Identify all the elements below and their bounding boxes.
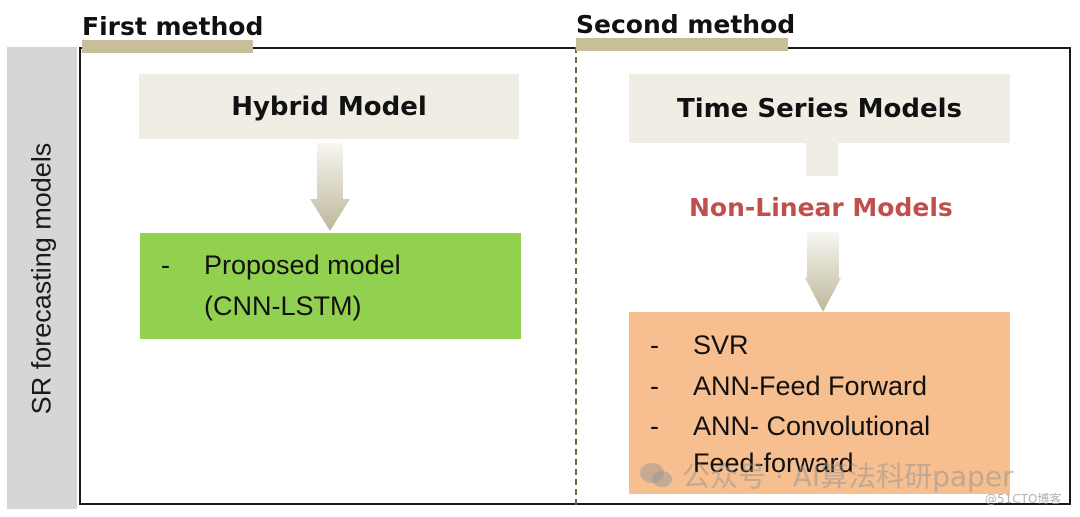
watermark-text: 公众号 · AI算法科研paper <box>682 460 1014 493</box>
ann-feed-forward-item: ANN-Feed Forward <box>693 371 928 401</box>
first-method-title: First method <box>82 12 264 41</box>
second-method-underline <box>576 38 788 51</box>
side-label: SR forecasting models <box>7 47 77 509</box>
down-arrow-icon <box>805 232 841 312</box>
watermark: 公众号 · AI算法科研paper <box>638 455 1014 495</box>
time-series-connector <box>806 143 838 176</box>
proposed-model-box: - Proposed model (CNN-LSTM) <box>140 233 521 339</box>
wechat-icon <box>640 463 672 487</box>
feed-forward-continuation: Feed-forward <box>693 448 854 478</box>
proposed-model-line-2: (CNN-LSTM) <box>204 291 362 321</box>
proposed-bullet: - <box>161 250 170 280</box>
second-method-title: Second method <box>576 10 796 39</box>
non-linear-models-label: Non-Linear Models <box>689 193 953 222</box>
method-divider <box>575 47 577 505</box>
ann-convolutional-item: ANN- Convolutional <box>693 411 931 441</box>
side-label-text: SR forecasting models <box>26 142 57 414</box>
hybrid-model-label: Hybrid Model <box>231 91 427 122</box>
svr-bullet: - <box>650 330 659 360</box>
time-series-label: Time Series Models <box>676 93 963 124</box>
corner-watermark: @51CTO博客 <box>985 492 1062 506</box>
svr-item: SVR <box>693 330 749 360</box>
ann-convolutional-bullet: - <box>650 411 659 441</box>
first-method-underline <box>82 40 253 53</box>
non-linear-models-box: - SVR - ANN-Feed Forward - ANN- Convolut… <box>629 312 1010 494</box>
ann-feed-forward-bullet: - <box>650 371 659 401</box>
down-arrow-icon <box>310 143 350 231</box>
proposed-model-line-1: Proposed model <box>204 250 401 280</box>
time-series-box: Time Series Models <box>629 74 1010 143</box>
side-band <box>7 47 77 509</box>
hybrid-model-box: Hybrid Model <box>139 74 519 139</box>
